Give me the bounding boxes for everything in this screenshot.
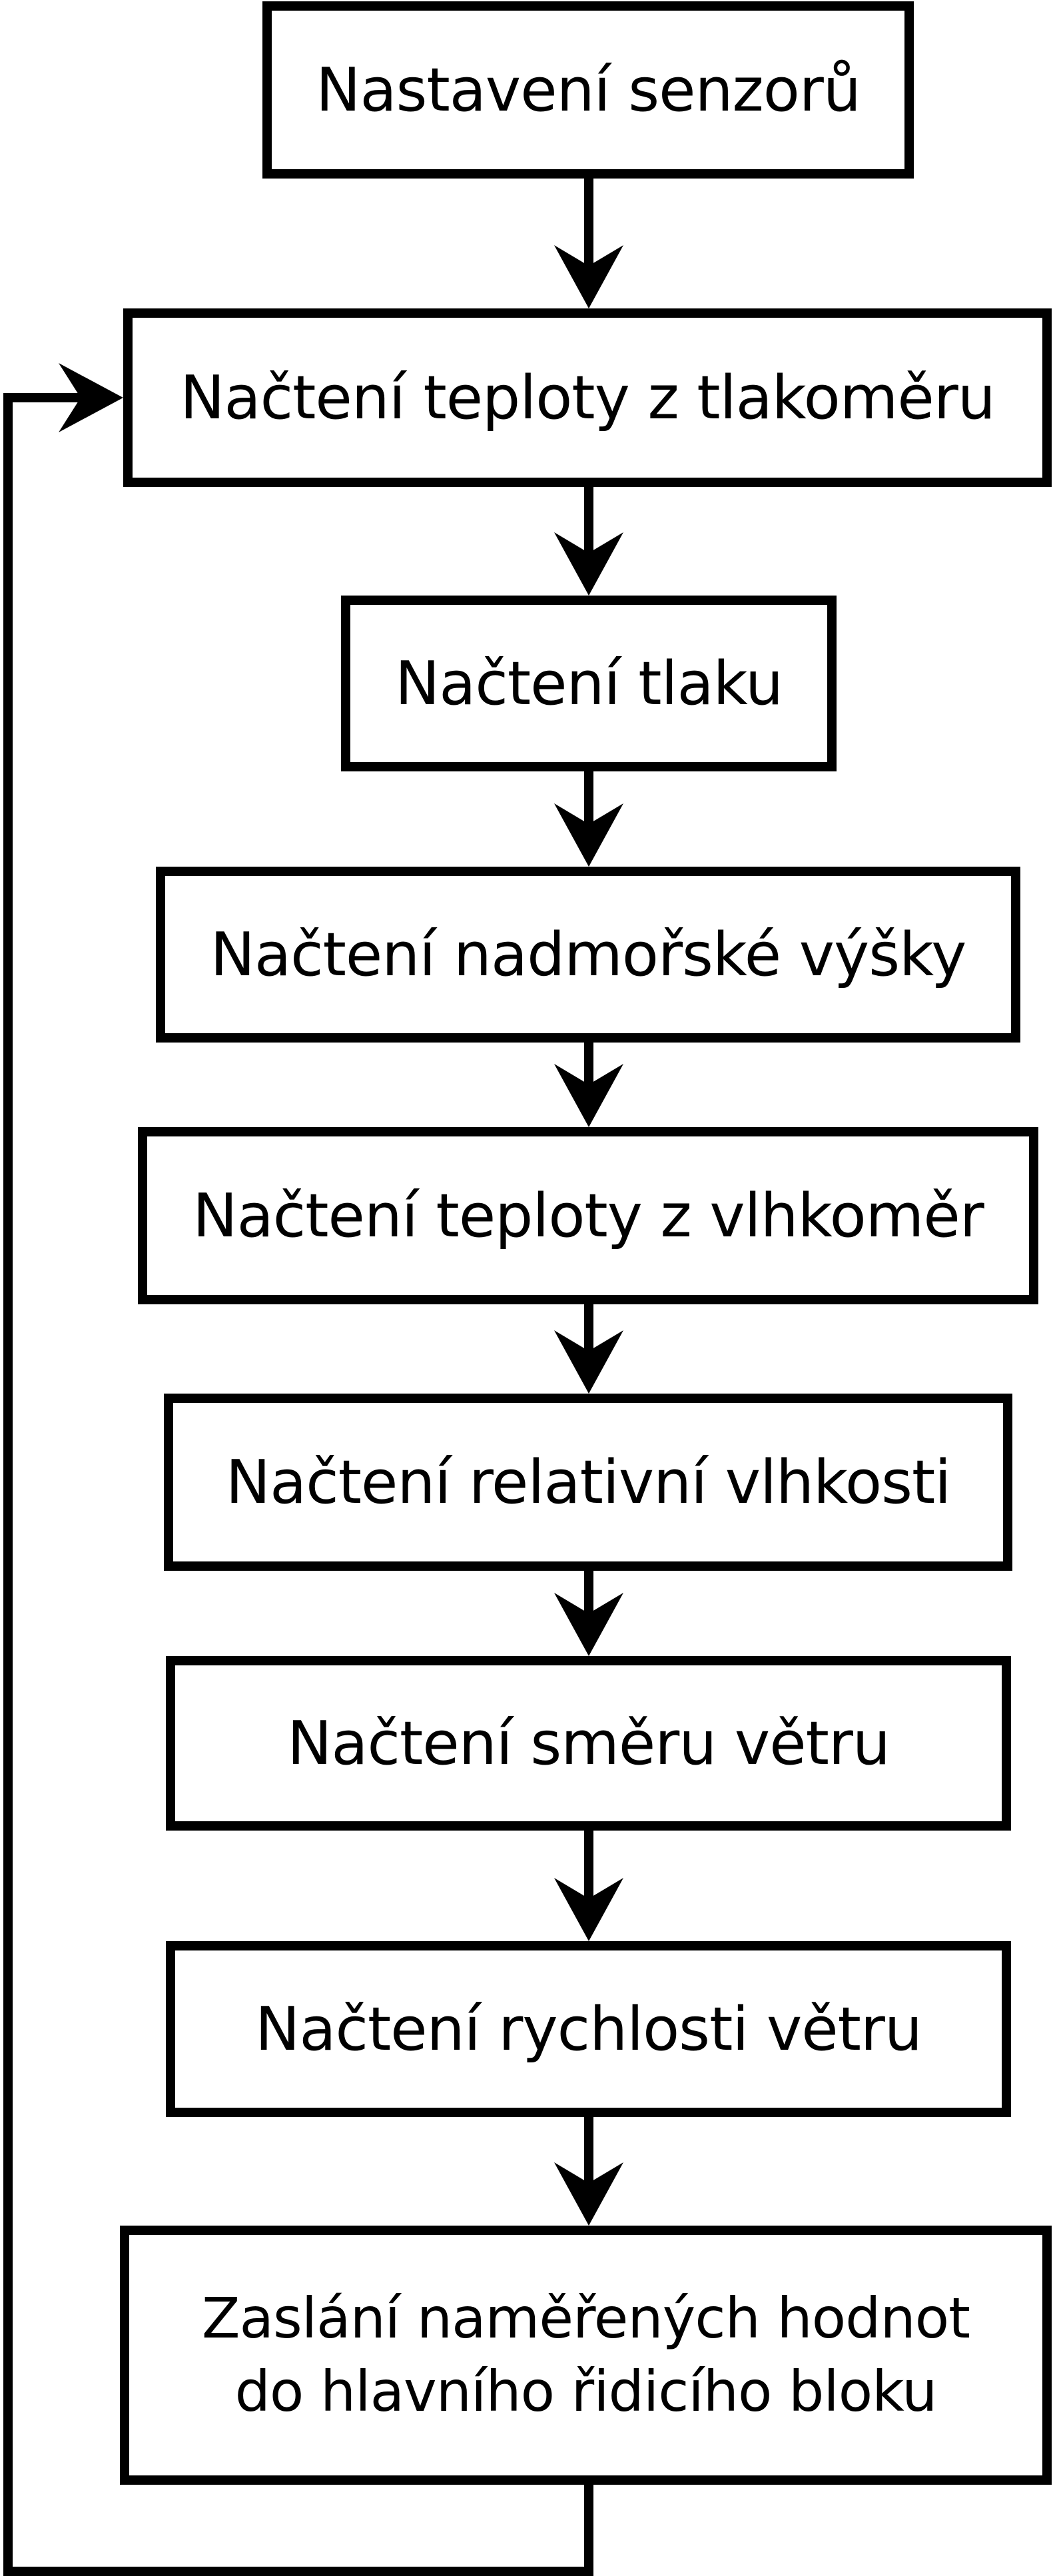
connector-stem [584,1304,593,1352]
arrowhead-down-icon [554,532,623,596]
flow-box-label: Nastavení senzorů [316,55,861,125]
flow-box-label: Zaslání naměřených hodnot do hlavního ři… [202,2282,970,2427]
connector-stem [584,771,593,825]
flow-box-label: Načtení rychlosti větru [255,1994,922,2064]
flow-box-zaslani-namerenych-hodnot: Zaslání naměřených hodnot do hlavního ři… [120,2226,1052,2485]
flow-box-nacteni-tlaku: Načtení tlaku [341,596,837,771]
arrowhead-down-icon [554,1330,623,1394]
flow-box-label: Načtení relativní vlhkosti [225,1447,951,1517]
arrowhead-down-icon [554,2162,623,2226]
flow-box-nacteni-rychlosti-vetru: Načtení rychlosti větru [166,1941,1011,2117]
loop-bottom-line [3,2567,593,2576]
connector-stem [584,179,593,270]
connector-stem [584,1831,593,1900]
flow-box-label: Načtení nadmořské výšky [210,919,967,990]
arrowhead-down-icon [554,1593,623,1656]
flow-box-nacteni-relativni-vlhkosti: Načtení relativní vlhkosti [164,1394,1012,1571]
flow-box-label: Načtení tlaku [394,648,783,719]
arrowhead-down-icon [554,1878,623,1941]
flow-box-nacteni-teploty-z-vlhkomeru: Načtení teploty z vlhkoměr [138,1127,1038,1304]
arrowhead-down-icon [554,245,623,308]
connector-stem [584,1043,593,1086]
connector-stem [584,1571,593,1615]
flow-box-nastaveni-senzoru: Nastavení senzorů [262,1,914,179]
arrowhead-down-icon [554,803,623,867]
arrowhead-down-icon [554,1064,623,1127]
flow-box-label-line: do hlavního řidicího bloku [234,2358,938,2424]
flow-box-nacteni-nadmorske-vysky: Načtení nadmořské výšky [156,867,1020,1043]
loop-left-line [3,393,13,2576]
flow-box-nacteni-teploty-z-tlakomeru: Načtení teploty z tlakoměru [123,308,1052,487]
connector-stem [584,2117,593,2184]
flow-box-label: Načtení směru větru [287,1708,890,1779]
arrowhead-right-icon [59,363,123,432]
flow-box-label-line: Zaslání naměřených hodnot [201,2286,970,2352]
loop-stem-down [584,2485,593,2576]
flow-box-label: Načtení teploty z tlakoměru [180,362,996,433]
connector-stem [584,487,593,554]
flow-box-label: Načtení teploty z vlhkoměr [192,1180,984,1251]
loop-top-line [3,393,83,402]
flow-box-nacteni-smeru-vetru: Načtení směru větru [166,1656,1011,1831]
